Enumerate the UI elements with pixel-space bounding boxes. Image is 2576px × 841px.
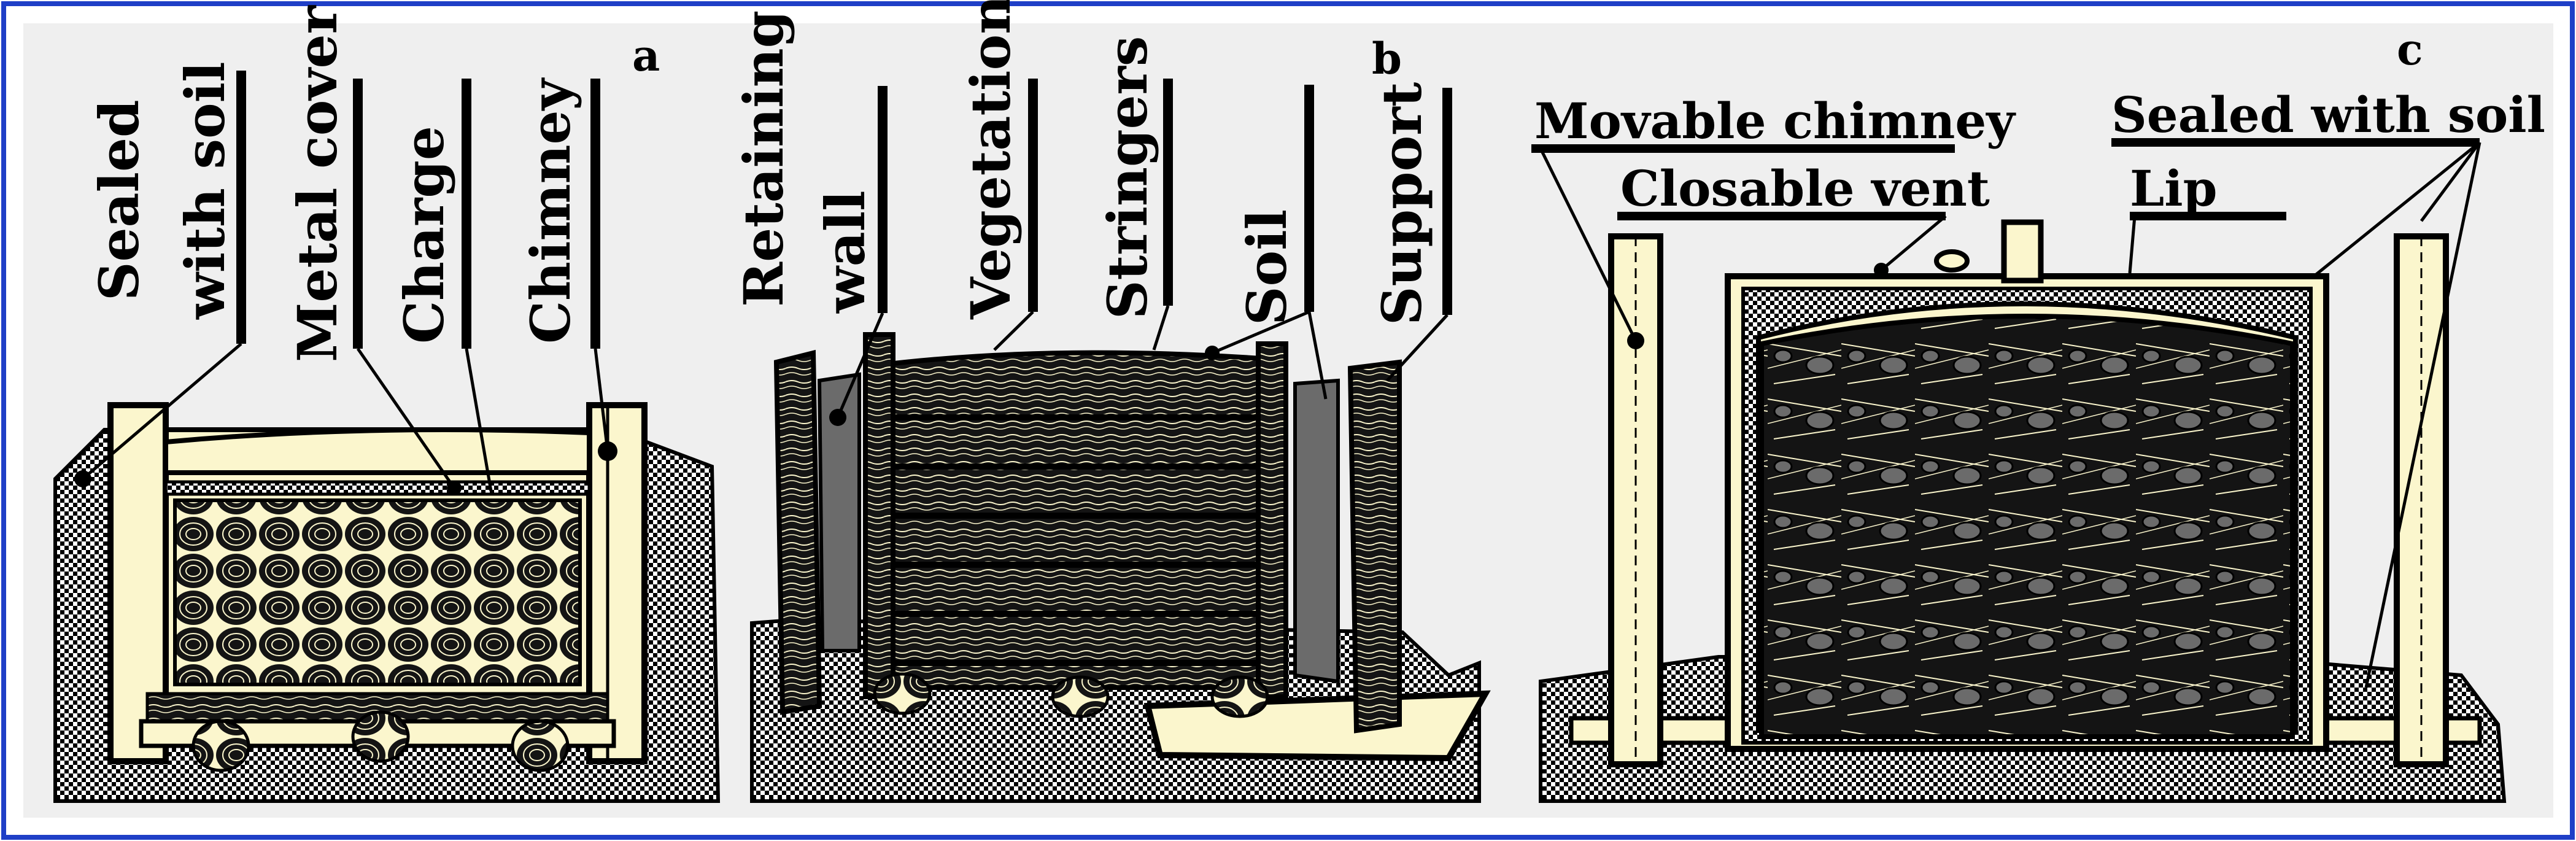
label-bar <box>878 86 888 313</box>
leader-line <box>2419 141 2481 222</box>
label-sealed-with-soil: Sealed with soil <box>2111 86 2545 144</box>
leader-line <box>2128 215 2137 274</box>
vent-cap <box>1934 249 1970 273</box>
leader-dot <box>1874 263 1889 277</box>
label-bar <box>236 71 246 344</box>
retaining-stones-right <box>1293 378 1340 684</box>
label-movable-chimney: Movable chimney <box>1534 92 2016 150</box>
leader-dot <box>1627 332 1644 349</box>
charge-logs <box>173 498 582 686</box>
label-bar <box>353 79 363 349</box>
label-stringers: Stringers <box>1096 36 1159 319</box>
label-closable-vent: Closable vent <box>1620 160 1990 217</box>
label-with-soil: with soil <box>173 61 237 320</box>
panel-letter-b: b <box>1372 33 1402 84</box>
leader-line <box>836 312 884 418</box>
label-underline <box>2111 138 2480 147</box>
leader-dot <box>598 441 617 461</box>
panel-letter-c: c <box>2397 24 2423 75</box>
panel-a: Sealed with soil Metal cover Charge Chim… <box>23 4 760 818</box>
leader-line <box>465 348 493 492</box>
label-bar <box>1304 85 1314 312</box>
panel-b-channel <box>1143 690 1491 762</box>
label-bar <box>1442 88 1452 315</box>
label-retaining: Retaining <box>732 10 795 307</box>
metal-cover <box>164 480 591 496</box>
leader-line <box>1386 314 1449 382</box>
leader-dot <box>447 481 462 495</box>
support-post <box>1347 359 1402 734</box>
label-chimney: Chimney <box>519 77 582 344</box>
label-soil: Soil <box>1235 209 1299 325</box>
panel-a-base-log <box>511 719 570 772</box>
panel-a-base-log <box>191 719 250 772</box>
retaining-wall-left <box>773 349 822 715</box>
label-underline <box>1617 212 1946 220</box>
label-vegetation: Vegetation <box>959 0 1023 320</box>
leader-line <box>1152 305 1170 351</box>
panel-b-wood-stack <box>875 350 1280 690</box>
stringer-lines <box>884 414 1274 666</box>
leader-dot <box>74 470 91 487</box>
label-metal-cover: Metal cover <box>285 4 349 362</box>
leader-dot <box>829 409 846 426</box>
panel-a-soil-cap <box>163 427 592 475</box>
kiln-charge <box>1759 314 2295 739</box>
vegetation-post-left <box>863 332 895 699</box>
leader-line <box>1539 147 1638 342</box>
label-bar <box>462 79 471 349</box>
vegetation-post-right <box>1256 341 1288 699</box>
label-bar <box>1028 79 1038 312</box>
label-wall: wall <box>813 190 877 314</box>
label-support: Support <box>1370 82 1434 325</box>
leader-line <box>1307 311 1328 400</box>
label-underline <box>2130 212 2286 220</box>
label-sealed: Sealed <box>87 99 151 301</box>
label-charge: Charge <box>392 126 456 344</box>
leader-line <box>1212 310 1310 355</box>
retaining-stones-left <box>817 372 861 653</box>
leader-line <box>993 311 1034 351</box>
panel-a-base-log <box>351 710 410 763</box>
label-lip: Lip <box>2130 160 2218 217</box>
panel-b-base-log <box>1051 675 1110 718</box>
leader-line <box>356 347 456 489</box>
panel-b: Retaining wall Vegetation Stringers Soil… <box>732 0 1510 818</box>
closable-vent <box>2001 219 2044 284</box>
label-bar <box>1163 79 1173 306</box>
leader-line <box>1880 215 1947 271</box>
leader-line <box>82 343 242 480</box>
panel-letter-a: a <box>632 30 660 81</box>
leader-dot <box>1205 346 1220 360</box>
panel-b-base-log <box>1210 675 1269 718</box>
leader-line <box>594 348 609 452</box>
leader-line <box>2364 142 2481 688</box>
label-bar <box>590 79 600 349</box>
label-underline <box>1531 144 1955 153</box>
panel-c: Movable chimney Closable vent Sealed wit… <box>1510 23 2553 818</box>
panel-b-base-log <box>873 672 932 715</box>
leader-line <box>2313 141 2481 277</box>
